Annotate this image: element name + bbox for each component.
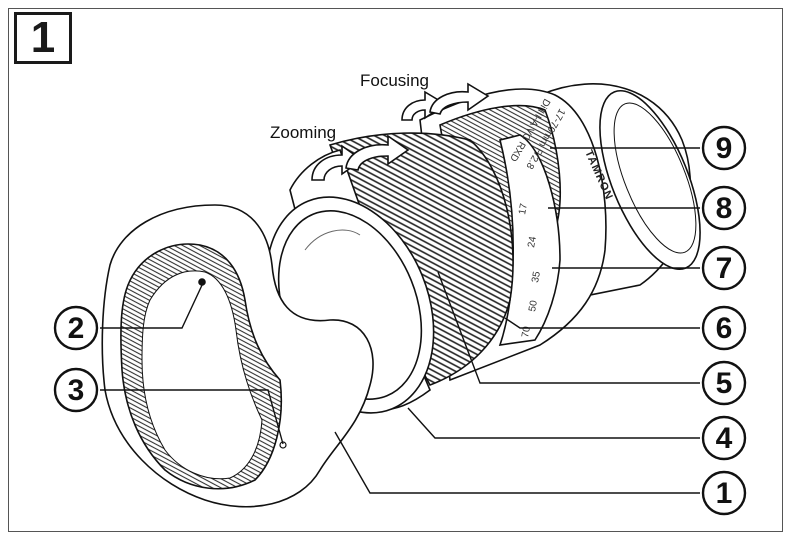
callout-7: 7 (701, 245, 747, 291)
svg-text:1: 1 (716, 477, 733, 510)
callout-8: 8 (701, 185, 747, 231)
leader-lines (100, 147, 700, 494)
zoom-scale-mark: 50 (527, 299, 540, 312)
zoom-scale-mark: 35 (530, 270, 543, 283)
callout-4: 4 (701, 415, 747, 461)
svg-text:4: 4 (716, 422, 733, 455)
leader-line-2 (100, 282, 204, 329)
lens-hood (101, 204, 374, 508)
leader-line-6 (504, 317, 700, 329)
leader-line-1 (334, 431, 700, 494)
focusing-arrow (401, 82, 490, 121)
figure-frame (8, 8, 783, 532)
leader-line-4 (407, 407, 700, 439)
zoom-scale-mark: 24 (526, 235, 539, 248)
svg-text:7: 7 (716, 252, 733, 285)
zooming-label: Zooming (270, 123, 336, 142)
callout-1: 1 (701, 470, 747, 516)
lens-body (265, 83, 701, 414)
callout-6: 6 (701, 305, 747, 351)
svg-text:9: 9 (716, 132, 733, 165)
zoom-scale-mark: 17 (517, 202, 530, 215)
svg-text:3: 3 (68, 374, 85, 407)
callout-5: 5 (701, 360, 747, 406)
callout-9: 9 (701, 125, 747, 171)
svg-text:8: 8 (716, 192, 733, 225)
focusing-label: Focusing (360, 71, 429, 90)
panel-number-badge: 1 (14, 12, 72, 64)
callout-2: 2 (53, 305, 99, 351)
zooming-arrow (311, 134, 410, 181)
svg-text:6: 6 (716, 312, 733, 345)
leader-line-3 (100, 389, 284, 445)
callout-3: 3 (53, 367, 99, 413)
leader-line-5 (437, 271, 700, 384)
svg-text:2: 2 (68, 312, 85, 345)
svg-text:5: 5 (716, 367, 733, 400)
zoom-scale-band (498, 134, 561, 346)
